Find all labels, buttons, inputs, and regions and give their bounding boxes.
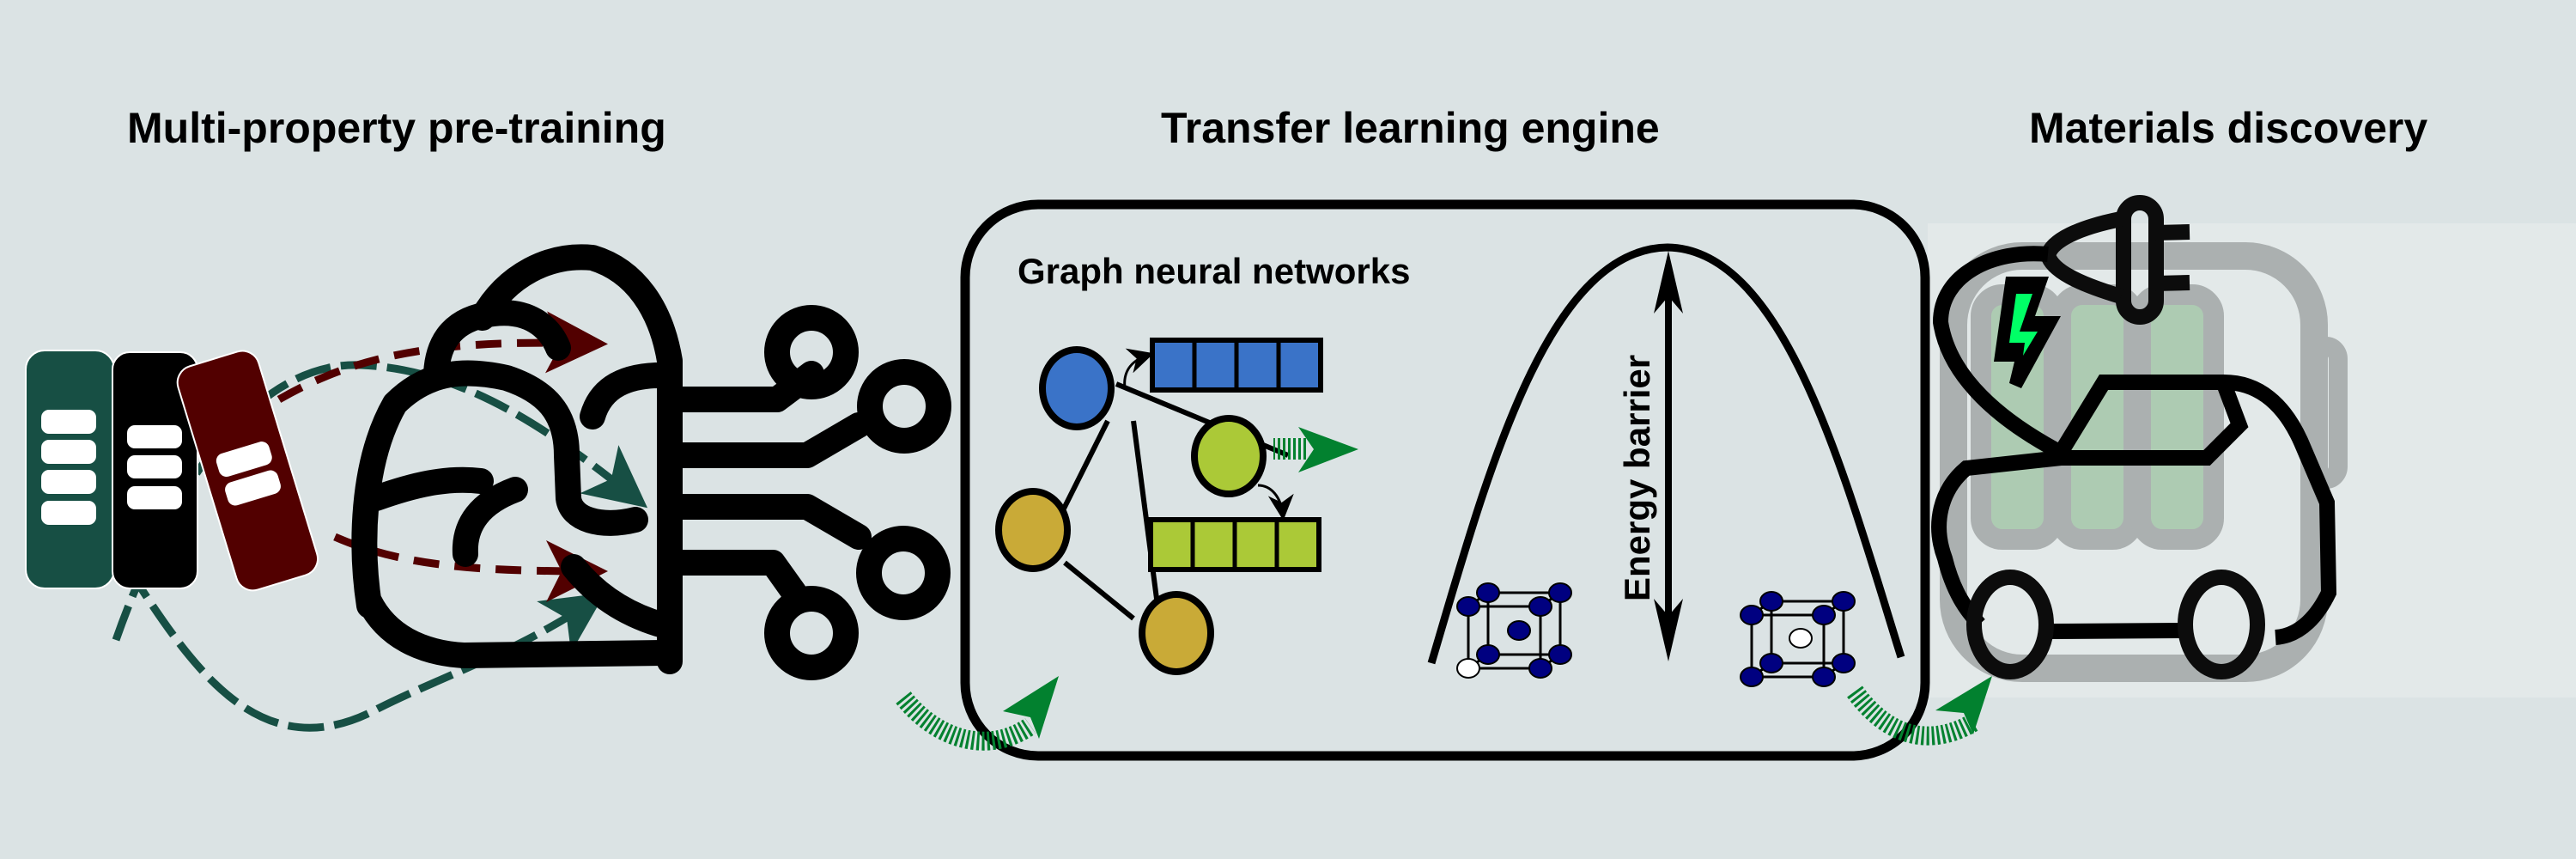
discovery-title: Materials discovery [2029, 104, 2427, 152]
gnn-subtitle: Graph neural networks [1018, 251, 1410, 291]
feature-vector-lime [1148, 517, 1321, 572]
electric-car-icon [1931, 375, 2337, 679]
feature-vector-blue [1150, 338, 1323, 393]
transfer-title: Transfer learning engine [1161, 104, 1660, 152]
green-curved-arrow-into-discovery [1847, 676, 1992, 746]
crystal-lattice-icon-right [1740, 591, 1856, 687]
green-arrow-to-barrier [1273, 427, 1358, 472]
brain-circuit-icon [351, 244, 951, 680]
energy-barrier-double-arrow [1654, 251, 1683, 661]
maroon-dashed-arrow-top [276, 311, 608, 403]
green-curved-arrow-into-engine [896, 676, 1059, 751]
books-icon [25, 350, 319, 592]
lightning-bolt-icon [1994, 277, 2061, 388]
transfer-engine-box [960, 199, 1930, 761]
book-green [25, 350, 115, 589]
pretraining-title: Multi-property pre-training [127, 104, 666, 152]
graph-node-lime [1191, 415, 1267, 497]
arrow-blue-to-vector [1123, 348, 1154, 389]
graph-node-gold-left [995, 488, 1071, 572]
maroon-dashed-arrow-bottom [333, 533, 608, 602]
charging-cable [1932, 246, 2065, 460]
arrow-lime-to-vector [1257, 484, 1294, 521]
graph-node-blue [1039, 346, 1115, 430]
energy-barrier-curve [1427, 243, 1905, 665]
plug-icon [2039, 195, 2190, 325]
energy-barrier-label: Energy barrier [1617, 355, 1657, 601]
crystal-lattice-icon-left [1456, 582, 1572, 679]
graph-node-gold-bottom [1139, 591, 1214, 675]
